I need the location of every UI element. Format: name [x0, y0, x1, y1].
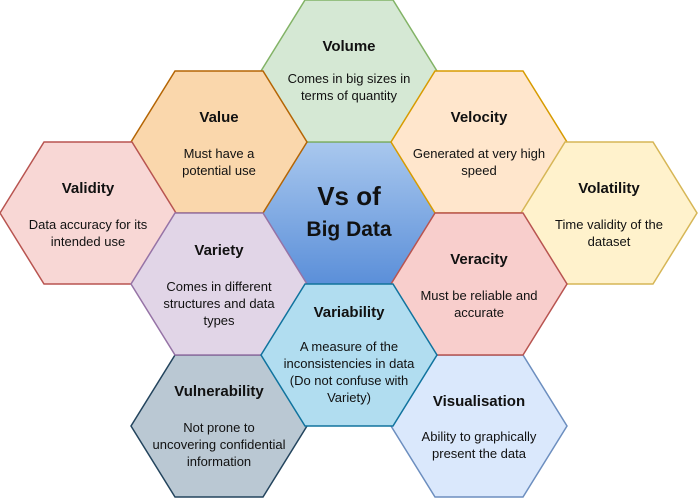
hexagon-description-line-volatility: dataset: [588, 234, 631, 249]
hexagon-title-veracity: Veracity: [450, 251, 508, 268]
hexagon-description-line-volatility: Time validity of the: [555, 217, 663, 232]
hexagon-description-line-velocity: Generated at very high: [413, 146, 545, 161]
hexagon-title-volume: Volume: [322, 38, 375, 55]
hexagon-title-validity: Validity: [62, 180, 115, 197]
hexagon-title-variety: Variety: [194, 242, 244, 259]
hexagon-description-line-visualisation: Ability to graphically: [422, 429, 537, 444]
hexagon-description-line-value: Must have a: [184, 146, 256, 161]
hexagon-title-value: Value: [199, 109, 238, 126]
hexagon-title-visualisation: Visualisation: [433, 393, 525, 410]
hexagon-title-vulnerability: Vulnerability: [174, 383, 264, 400]
hexagon-description-line-validity: intended use: [51, 234, 125, 249]
hexagon-title-variability: Variability: [314, 304, 386, 321]
center-title: Vs of: [317, 181, 381, 211]
hexagon-description-line-veracity: Must be reliable and: [420, 288, 537, 303]
hexagon-description-line-variability: inconsistencies in data: [284, 356, 416, 371]
hexagon-description-line-variability: A measure of the: [300, 339, 398, 354]
hexagon-description-line-vulnerability: information: [187, 454, 251, 469]
hexagon-description-line-variability: Variety): [327, 390, 371, 405]
center-hexagon: Vs of Big Data: [261, 141, 437, 285]
hexagon-title-velocity: Velocity: [451, 109, 508, 126]
center-subtitle: Big Data: [306, 218, 392, 241]
hexagon-shape-variability: [260, 283, 438, 427]
hexagon-description-line-variability: (Do not confuse with: [290, 373, 409, 388]
hexagon-description-line-value: potential use: [182, 163, 256, 178]
hexagon-variability: Variability A measure of the inconsistenci…: [260, 283, 438, 427]
hexagon-title-volatility: Volatility: [578, 180, 640, 197]
hexagon-description-line-variety: types: [203, 313, 235, 328]
hexagon-description-line-vulnerability: uncovering confidential: [153, 437, 286, 452]
hexagon-description-line-volume: Comes in big sizes in: [288, 71, 411, 86]
hexagon-description-line-volume: terms of quantity: [301, 88, 398, 103]
hexagon-description-line-variety: structures and data: [163, 296, 275, 311]
hexagon-description-line-validity: Data accuracy for its: [29, 217, 148, 232]
hexagon-description-line-velocity: speed: [461, 163, 496, 178]
hexagon-description-line-visualisation: present the data: [432, 446, 527, 461]
hexagon-description-line-variety: Comes in different: [166, 279, 272, 294]
hexagon-description-line-vulnerability: Not prone to: [183, 420, 255, 435]
hexagon-description-line-veracity: accurate: [454, 305, 504, 320]
